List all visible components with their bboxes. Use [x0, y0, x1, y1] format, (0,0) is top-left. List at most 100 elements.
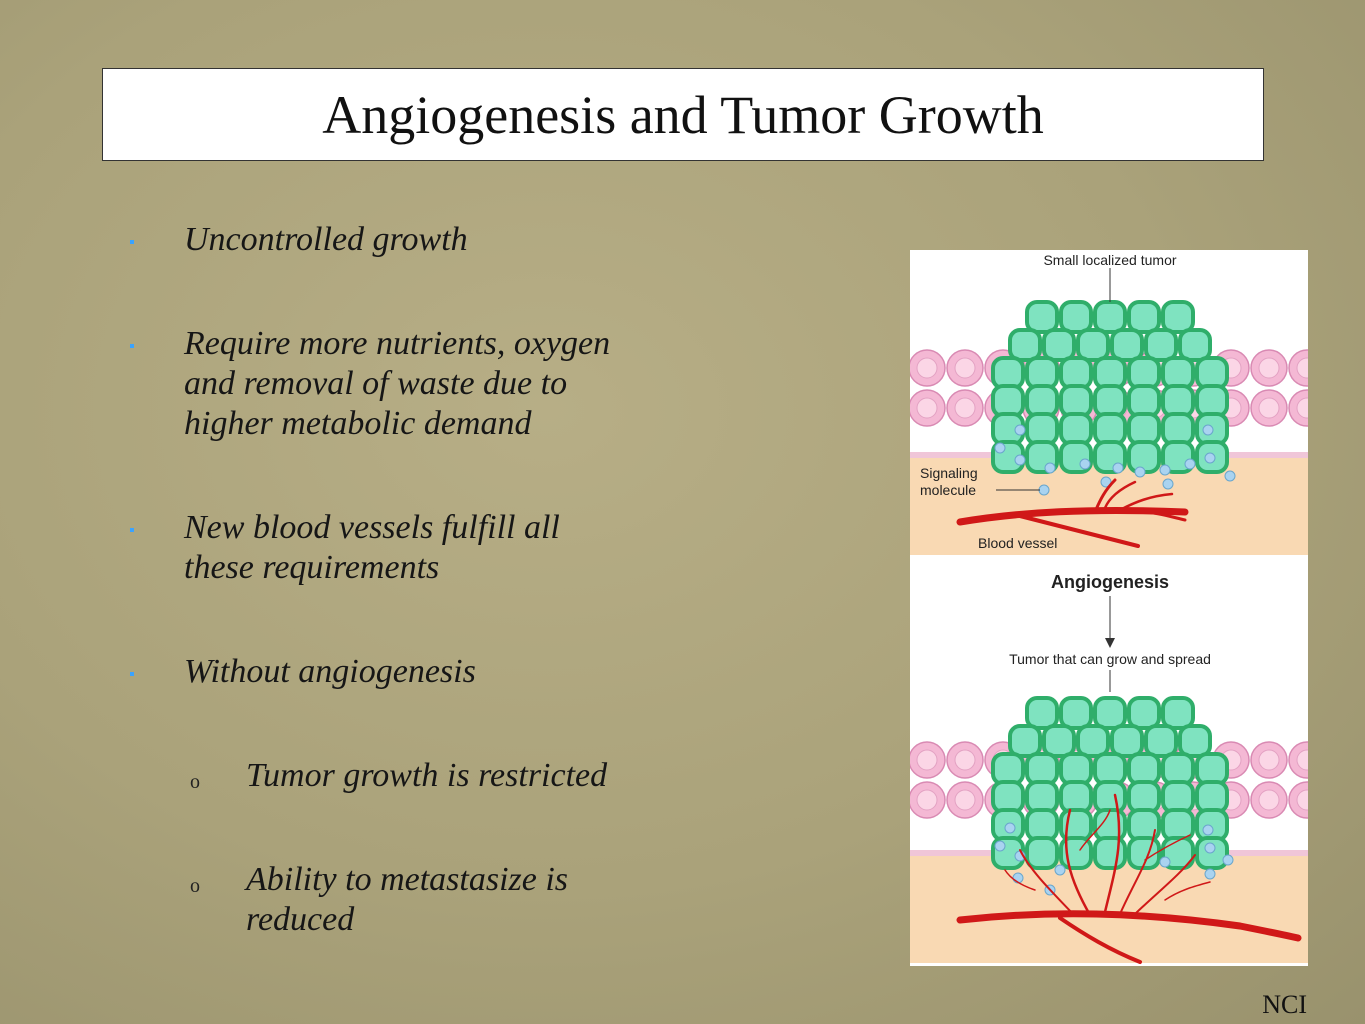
tumor-cell: [991, 752, 1025, 786]
tumor-cell: [1127, 440, 1161, 474]
tumor-cell: [1178, 328, 1212, 362]
tumor-cell: [1059, 752, 1093, 786]
tumor-cell: [1093, 412, 1127, 446]
tumor-cell: [1093, 300, 1127, 334]
tumor-cell: [1042, 724, 1076, 758]
signaling-molecule: [1162, 478, 1174, 490]
signaling-molecule: [994, 442, 1006, 454]
tumor-cell: [1042, 328, 1076, 362]
tumor-cell: [1059, 696, 1093, 730]
signaling-molecule: [1224, 470, 1236, 482]
tumor-cell: [1110, 724, 1144, 758]
normal-cell-nucleus: [1258, 357, 1280, 379]
angiogenesis-figure: Small localized tumor Signaling molecule…: [910, 250, 1308, 966]
bullet-item: Uncontrolled growth: [130, 220, 664, 260]
signaling-molecule: [1044, 462, 1056, 474]
tumor-cell: [1161, 752, 1195, 786]
bullet-text: Ability to metastasize is reduced: [246, 861, 569, 938]
tumor-cell: [1093, 384, 1127, 418]
label-blood-vessel: Blood vessel: [978, 535, 1057, 551]
tumor-cell: [1093, 836, 1127, 870]
tumor-cell: [1161, 412, 1195, 446]
tumor-cell: [1161, 696, 1195, 730]
tumor-cell: [1093, 780, 1127, 814]
signaling-molecule: [1014, 424, 1026, 436]
tumor-cell: [1025, 808, 1059, 842]
tumor-cells-top: [991, 300, 1229, 474]
label-angiogenesis: Angiogenesis: [1051, 572, 1169, 592]
normal-cell-nucleus: [1258, 789, 1280, 811]
bullet-item: Require more nutrients, oxygen and remov…: [130, 324, 664, 444]
signaling-molecules-top: [994, 424, 1236, 496]
tumor-cell: [1076, 328, 1110, 362]
tumor-cell: [1127, 696, 1161, 730]
normal-cell-nucleus: [916, 789, 938, 811]
signaling-molecule: [1222, 854, 1234, 866]
tumor-cell: [1110, 328, 1144, 362]
normal-cell-nucleus: [916, 397, 938, 419]
bullet-marker-icon: [130, 344, 134, 348]
tumor-cell: [1178, 724, 1212, 758]
tumor-cell: [1025, 356, 1059, 390]
tumor-cell: [1144, 328, 1178, 362]
signaling-molecule: [1204, 452, 1216, 464]
label-small-localized-tumor: Small localized tumor: [1043, 252, 1176, 268]
bullet-item: New blood vessels fulfill all these requ…: [130, 508, 614, 588]
normal-cell-nucleus: [1296, 397, 1308, 419]
tumor-cell: [991, 356, 1025, 390]
tumor-cell: [1127, 300, 1161, 334]
label-signaling-line2: molecule: [920, 482, 976, 498]
tumor-cell: [1161, 780, 1195, 814]
bullet-text: New blood vessels fulfill all these requ…: [184, 509, 560, 586]
bullet-text: Tumor growth is restricted: [246, 757, 608, 794]
tumor-cell: [1059, 780, 1093, 814]
signaling-molecule: [1184, 458, 1196, 470]
normal-cell-nucleus: [954, 789, 976, 811]
tumor-cell: [1161, 356, 1195, 390]
signaling-molecule: [1014, 454, 1026, 466]
tumor-cell: [1059, 356, 1093, 390]
source-credit: NCI: [1262, 990, 1307, 1019]
tumor-cell: [1008, 328, 1042, 362]
tissue-layer-bottom: [910, 853, 1308, 963]
label-signaling-line1: Signaling: [920, 465, 978, 481]
angiogenesis-diagram: Small localized tumor Signaling molecule…: [910, 252, 1308, 964]
sub-bullet-item: o Ability to metastasize is reduced: [190, 860, 636, 940]
tumor-cell: [991, 384, 1025, 418]
tumor-cell: [1025, 384, 1059, 418]
tumor-cell: [1059, 300, 1093, 334]
signaling-molecule: [1204, 842, 1216, 854]
tumor-cell: [1127, 384, 1161, 418]
tumor-cell: [1025, 836, 1059, 870]
signaling-molecules-bottom: [994, 822, 1234, 896]
bullet-marker-icon: [130, 240, 134, 244]
tumor-cell: [1127, 356, 1161, 390]
signaling-molecule: [994, 840, 1006, 852]
tumor-cell: [1093, 356, 1127, 390]
blood-vessel-top: [956, 478, 1189, 548]
tumor-cell: [1093, 808, 1127, 842]
tumor-cell: [1195, 752, 1229, 786]
signaling-molecule: [1004, 822, 1016, 834]
tumor-cell: [1127, 780, 1161, 814]
normal-cell-nucleus: [1258, 749, 1280, 771]
blood-vessel-bottom: [956, 793, 1302, 964]
tumor-cell: [1195, 780, 1229, 814]
tumor-cells-bottom: [991, 696, 1229, 870]
normal-cell-nucleus: [1296, 789, 1308, 811]
normal-cell-nucleus: [954, 397, 976, 419]
signaling-molecule: [1202, 424, 1214, 436]
tumor-cell: [1059, 384, 1093, 418]
tumor-cell: [1195, 356, 1229, 390]
tumor-cell: [1195, 808, 1229, 842]
bullet-marker-icon: [130, 528, 134, 532]
tumor-cell: [1195, 384, 1229, 418]
signaling-molecule: [1100, 476, 1112, 488]
signaling-molecule: [1054, 864, 1066, 876]
normal-cell-nucleus: [916, 749, 938, 771]
bullet-item: Without angiogenesis: [130, 652, 664, 692]
bullet-text: Require more nutrients, oxygen and remov…: [184, 325, 611, 442]
normal-cell-nucleus: [916, 357, 938, 379]
circle-bullet-icon: o: [190, 771, 200, 793]
normal-cell-nucleus: [954, 749, 976, 771]
